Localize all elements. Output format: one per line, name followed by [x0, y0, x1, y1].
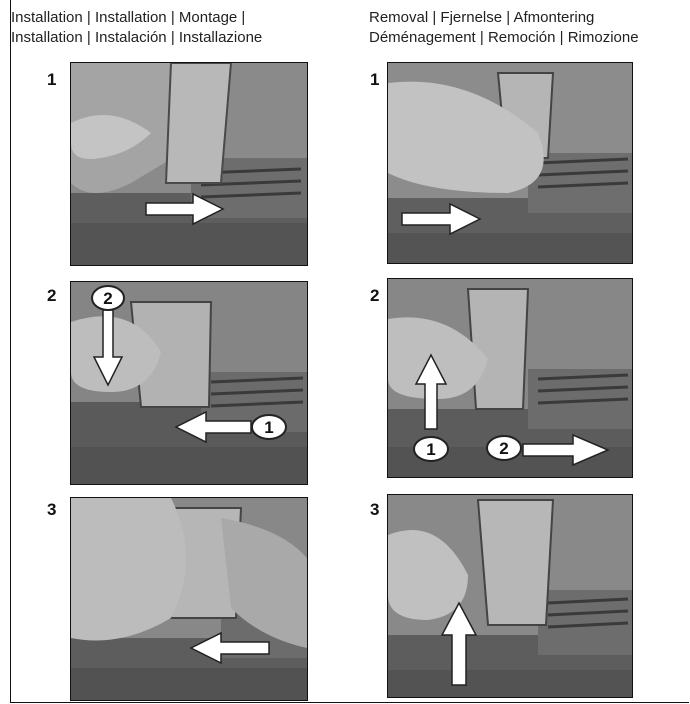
removal-heading: Removal | Fjernelse | Afmontering Déména… [369, 8, 689, 48]
installation-heading: Installation | Installation | Montage | … [11, 8, 341, 48]
removal-step-3-number: 3 [370, 500, 379, 520]
installation-step-2-number: 2 [47, 286, 56, 306]
installation-step-3-photo [70, 497, 308, 701]
removal-step-1-number: 1 [370, 70, 379, 90]
installation-step-1-number: 1 [47, 70, 56, 90]
removal-step-1-photo [387, 62, 633, 264]
installation-heading-line-2: Installation | Instalación | Installazio… [11, 28, 341, 48]
callout-2-label: 2 [499, 439, 508, 458]
removal-heading-line-2: Déménagement | Remoción | Rimozione [369, 28, 689, 48]
callout-1-label: 1 [426, 440, 435, 459]
installation-step-3-number: 3 [47, 500, 56, 520]
installation-step-1-photo [70, 62, 308, 266]
removal-step-2-callout-2: 2 [485, 433, 523, 463]
callout-1-label: 1 [264, 418, 273, 437]
installation-step-2-callout-1: 1 [250, 412, 288, 442]
removal-step-2-callout-1: 1 [412, 434, 450, 464]
installation-heading-line-1: Installation | Installation | Montage | [11, 8, 341, 28]
installation-step-2-callout-2: 2 [90, 283, 126, 313]
callout-2-label: 2 [103, 289, 112, 308]
removal-step-3-photo [387, 494, 633, 698]
removal-heading-line-1: Removal | Fjernelse | Afmontering [369, 8, 689, 28]
removal-step-2-number: 2 [370, 286, 379, 306]
